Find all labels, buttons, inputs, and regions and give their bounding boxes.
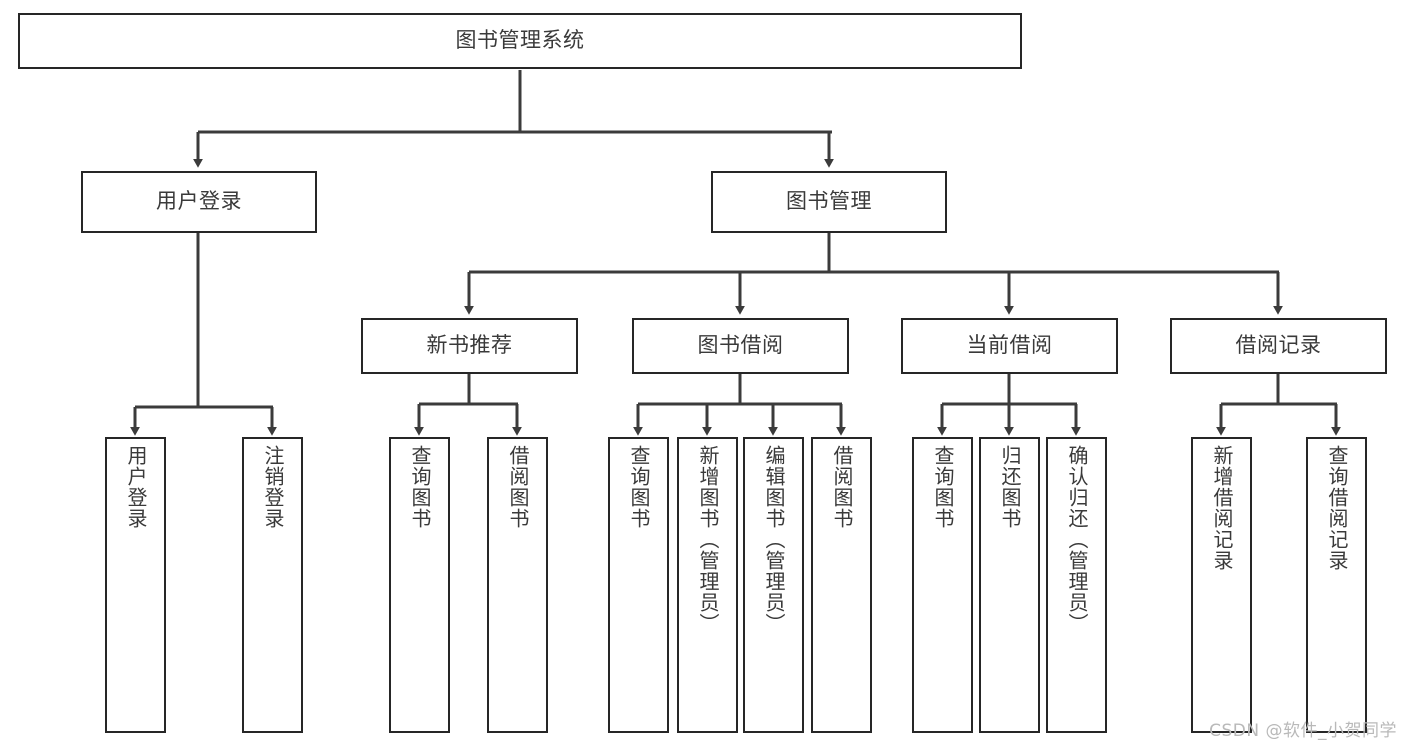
leaf-borrow-book-recommend-label: 借阅图书 <box>506 445 530 529</box>
leaf-edit-book-admin[interactable]: 编辑图书（管理员） <box>743 437 804 733</box>
node-user-login-label: 用户登录 <box>156 189 242 214</box>
node-book-borrow-label: 图书借阅 <box>697 333 784 358</box>
leaf-borrow-book[interactable]: 借阅图书 <box>811 437 872 733</box>
leaf-logout-label: 注销登录 <box>261 445 285 529</box>
leaf-query-book-recommend-label: 查询图书 <box>408 445 432 529</box>
leaf-return-book-label: 归还图书 <box>998 445 1022 529</box>
leaf-add-borrow-record[interactable]: 新增借阅记录 <box>1191 437 1252 733</box>
node-new-book-recommend[interactable]: 新书推荐 <box>361 318 578 374</box>
leaf-logout[interactable]: 注销登录 <box>242 437 303 733</box>
node-book-management[interactable]: 图书管理 <box>711 171 947 233</box>
leaf-borrow-book-label: 借阅图书 <box>830 445 854 529</box>
leaf-query-book-current-label: 查询图书 <box>931 445 955 529</box>
leaf-borrow-book-recommend[interactable]: 借阅图书 <box>487 437 548 733</box>
watermark-text: CSDN @软件_小贺同学 <box>1209 721 1397 741</box>
leaf-user-login[interactable]: 用户登录 <box>105 437 166 733</box>
node-user-login[interactable]: 用户登录 <box>81 171 317 233</box>
node-new-book-recommend-label: 新书推荐 <box>426 333 513 358</box>
leaf-add-book-admin[interactable]: 新增图书（管理员） <box>677 437 738 733</box>
node-borrow-records-label: 借阅记录 <box>1235 333 1322 358</box>
leaf-query-borrow-record-label: 查询借阅记录 <box>1325 445 1349 571</box>
leaf-add-book-admin-label: 新增图书（管理员） <box>696 445 720 634</box>
leaf-confirm-return-admin[interactable]: 确认归还（管理员） <box>1046 437 1107 733</box>
leaf-query-book-borrow[interactable]: 查询图书 <box>608 437 669 733</box>
node-book-borrow[interactable]: 图书借阅 <box>632 318 849 374</box>
node-root-book-management-system[interactable]: 图书管理系统 <box>18 13 1022 69</box>
node-root-label: 图书管理系统 <box>455 28 585 53</box>
leaf-query-book-recommend[interactable]: 查询图书 <box>389 437 450 733</box>
node-current-borrow-label: 当前借阅 <box>966 333 1053 358</box>
leaf-return-book[interactable]: 归还图书 <box>979 437 1040 733</box>
leaf-edit-book-admin-label: 编辑图书（管理员） <box>762 445 786 634</box>
leaf-user-login-label: 用户登录 <box>124 445 148 529</box>
node-borrow-records[interactable]: 借阅记录 <box>1170 318 1387 374</box>
leaf-query-borrow-record[interactable]: 查询借阅记录 <box>1306 437 1367 733</box>
leaf-query-book-current[interactable]: 查询图书 <box>912 437 973 733</box>
node-book-management-label: 图书管理 <box>786 189 872 214</box>
leaf-query-book-borrow-label: 查询图书 <box>627 445 651 529</box>
leaf-confirm-return-admin-label: 确认归还（管理员） <box>1065 445 1089 634</box>
leaf-add-borrow-record-label: 新增借阅记录 <box>1210 445 1234 571</box>
node-current-borrow[interactable]: 当前借阅 <box>901 318 1118 374</box>
